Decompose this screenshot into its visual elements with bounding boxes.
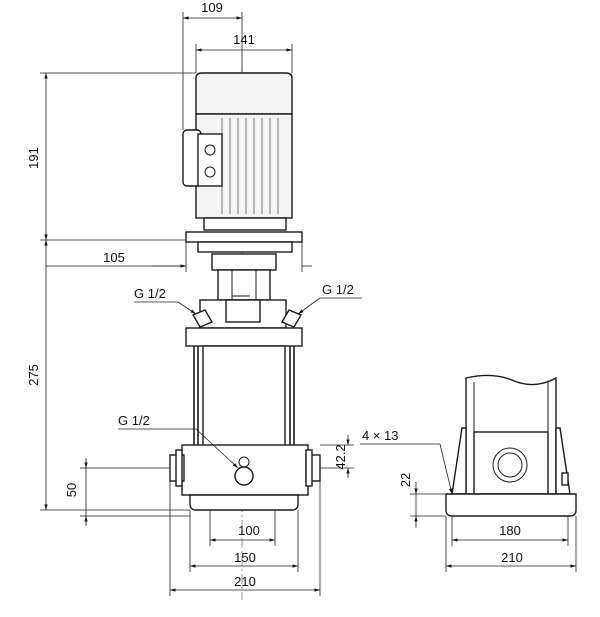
- terminal-screw-icon: [204, 144, 216, 156]
- dim-base-thickness: 22: [398, 473, 413, 487]
- side-base: [445, 493, 577, 517]
- motor-top-cap: [195, 72, 293, 115]
- front-dimensions: 109 141 191 105 275 50 42.2: [26, 0, 362, 596]
- dim-flange-width: 105: [103, 250, 125, 265]
- dim-motor-offset: 109: [201, 0, 223, 15]
- dim-base-inner: 100: [238, 523, 260, 538]
- side-port-outer: [492, 447, 528, 483]
- dim-motor-width: 141: [233, 32, 255, 47]
- dim-side-hole-spacing: 180: [499, 523, 521, 538]
- terminal-screw-icon: [204, 166, 216, 178]
- coupling: [211, 253, 277, 271]
- dim-side-base-width: 210: [501, 550, 523, 565]
- motor-flange: [185, 231, 303, 243]
- thread-drain: G 1/2: [118, 413, 150, 428]
- vent-plug-left: [191, 309, 214, 328]
- dim-pump-height: 275: [26, 364, 41, 386]
- dim-motor-height: 191: [26, 147, 41, 169]
- dim-port-offset: 42.2: [333, 444, 348, 469]
- side-view: [445, 374, 577, 517]
- front-view: [169, 70, 321, 600]
- dim-holes: 4 × 13: [362, 428, 399, 443]
- drain-plug: [234, 466, 254, 486]
- side-dimensions: 4 × 13 22 180 210: [360, 428, 577, 572]
- dim-base-outer: 210: [234, 574, 256, 589]
- thread-left-top: G 1/2: [134, 286, 166, 301]
- dim-suction-height: 50: [64, 483, 79, 497]
- thread-right-top: G 1/2: [322, 282, 354, 297]
- side-port-inner: [497, 452, 523, 478]
- dim-base-mid: 150: [234, 550, 256, 565]
- vent-plug-right: [280, 309, 303, 328]
